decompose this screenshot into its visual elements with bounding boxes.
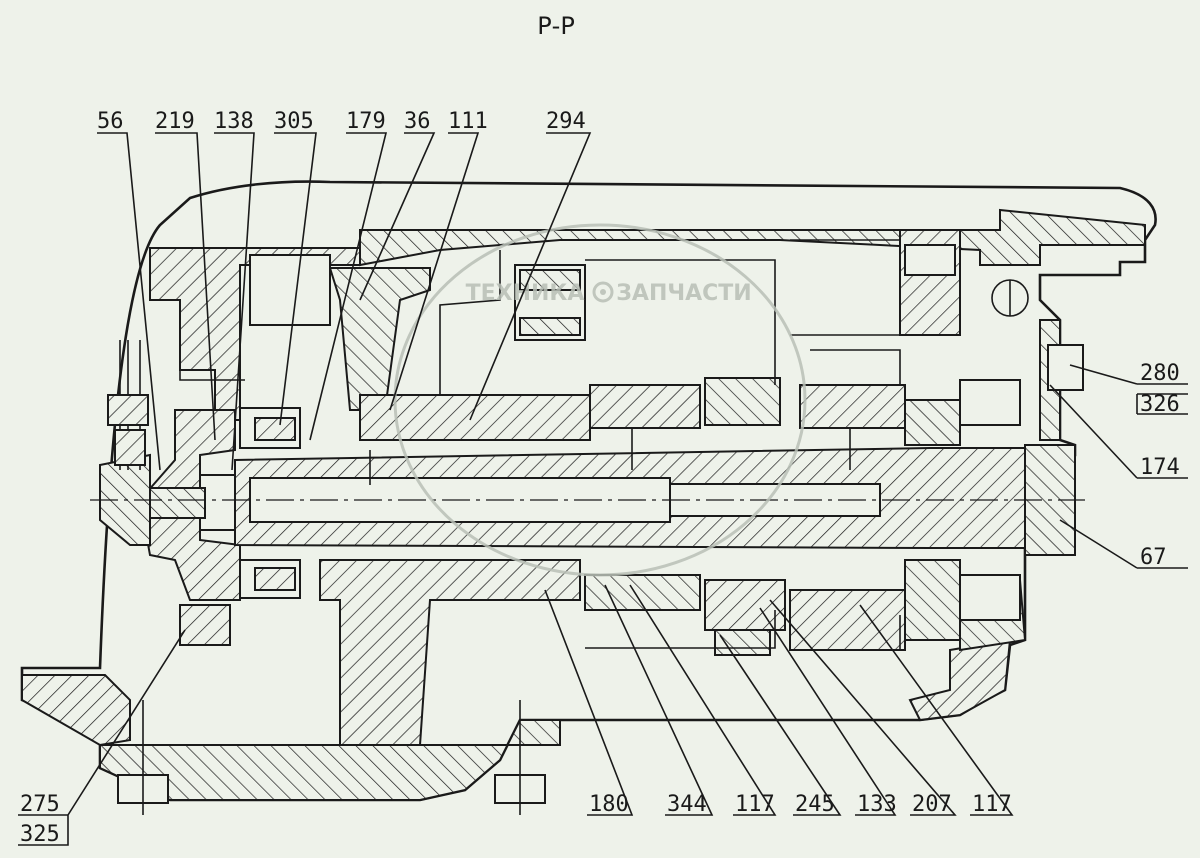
callout-133: 133 [857, 792, 897, 817]
right-bolt-head [1047, 344, 1084, 391]
upper-gears [249, 229, 1084, 446]
callout-219: 219 [155, 109, 195, 134]
callout-36: 36 [404, 109, 431, 134]
callout-117-right: 117 [972, 792, 1012, 817]
right-lower-bearing [959, 574, 1021, 621]
watermark-line2: ЗАПЧАСТИ [616, 281, 751, 306]
callout-67: 67 [1140, 545, 1167, 570]
leader-lines [18, 132, 1188, 846]
watermark-line1: ТЕХНИКА [466, 281, 585, 306]
left-end-assembly [99, 340, 301, 601]
upper-left-bearing [249, 254, 331, 326]
callout-179: 179 [346, 109, 386, 134]
callout-280: 280 [1140, 361, 1180, 386]
callout-344: 344 [667, 792, 707, 817]
callout-245: 245 [795, 792, 835, 817]
housing-cavities [179, 239, 901, 651]
callout-labels: 56 219 138 305 179 36 111 294 280 326 17… [20, 109, 1180, 847]
callout-326: 326 [1140, 392, 1180, 417]
callout-294: 294 [546, 109, 586, 134]
callout-180: 180 [589, 792, 629, 817]
watermark: ТЕХНИКА ЗАПЧАСТИ [393, 223, 807, 577]
callout-56: 56 [97, 109, 124, 134]
callout-275: 275 [20, 792, 60, 817]
callout-305: 305 [274, 109, 314, 134]
right-upper-bearing [959, 379, 1021, 426]
callout-325: 325 [20, 822, 60, 847]
callout-207: 207 [912, 792, 952, 817]
callout-138: 138 [214, 109, 254, 134]
callout-111: 111 [448, 109, 488, 134]
section-title: Р-Р [537, 12, 575, 40]
callout-117-left: 117 [735, 792, 775, 817]
lower-gears [117, 559, 1021, 815]
gear-icon [592, 281, 614, 303]
callout-174: 174 [1140, 455, 1180, 480]
